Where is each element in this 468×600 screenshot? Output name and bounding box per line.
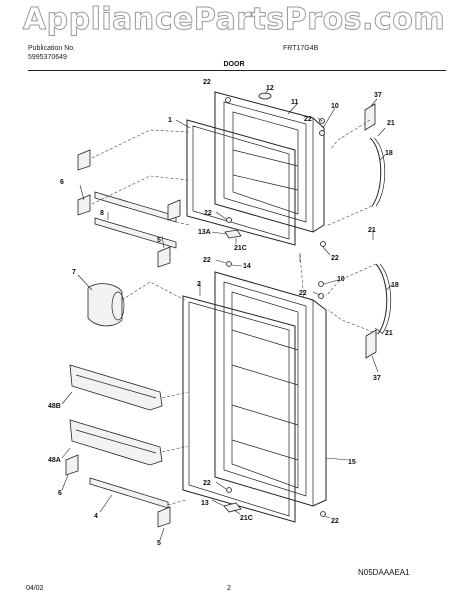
callout-labels: 1 2 4 5 5 6 6 7 8 10 10 11 12 13 13A 14 … <box>48 79 399 547</box>
callout-18b: 18 <box>391 282 399 289</box>
callout-18a: 18 <box>385 150 393 157</box>
lower-handle <box>365 263 392 359</box>
callout-37b: 37 <box>373 375 381 382</box>
callout-10b: 10 <box>337 276 345 283</box>
callout-5b: 5 <box>157 540 161 547</box>
callout-22b: 22 <box>304 116 312 123</box>
callout-22c: 22 <box>204 210 212 217</box>
footer-date: 04/02 <box>26 585 44 592</box>
callout-22d: 22 <box>331 255 339 262</box>
callout-8: 8 <box>100 210 104 217</box>
section-title: DOOR <box>223 61 245 68</box>
callout-6a: 6 <box>60 179 64 186</box>
callout-21a: 21 <box>387 120 395 127</box>
model-number: FRT17G4B <box>283 45 319 52</box>
callout-21b: 21 <box>368 227 376 234</box>
page-number: 2 <box>227 585 231 592</box>
fresh-food-door-panel <box>214 271 327 507</box>
callout-21c-upper: 21C <box>234 245 247 252</box>
header-rule <box>28 70 446 71</box>
publication-number: 5995370649 <box>28 54 67 61</box>
callout-7: 7 <box>72 269 76 276</box>
callout-21c-lower: 21C <box>240 515 253 522</box>
callout-6b: 6 <box>58 490 62 497</box>
door-bin-48b <box>69 364 163 411</box>
callout-37a: 37 <box>374 92 382 99</box>
fresh-food-door-gasket <box>182 295 296 523</box>
callout-22a: 22 <box>203 79 211 86</box>
callout-21c: 21 <box>385 330 393 337</box>
door-bin-48a <box>69 419 163 466</box>
assembly-lines <box>91 119 379 506</box>
callout-48a: 48A <box>48 457 61 464</box>
callout-22h: 22 <box>331 518 339 525</box>
bottom-shelf-bracket <box>65 454 171 528</box>
upper-handle <box>364 103 386 207</box>
callout-11: 11 <box>291 99 299 106</box>
freezer-shelf-lower <box>77 194 181 268</box>
callout-22f: 22 <box>299 290 307 297</box>
callout-48b: 48B <box>48 403 61 410</box>
callout-22e: 22 <box>203 257 211 264</box>
hinge-caps <box>223 92 326 517</box>
callout-2: 2 <box>197 281 201 288</box>
callout-12: 12 <box>266 85 274 92</box>
callout-10a: 10 <box>331 103 339 110</box>
callout-13: 13 <box>201 500 209 507</box>
leader-lines <box>61 89 393 541</box>
freezer-shelf-upper <box>77 149 177 223</box>
callout-14: 14 <box>243 263 251 270</box>
callout-13a: 13A <box>198 229 211 236</box>
publication-label: Publication No. <box>28 45 76 52</box>
callout-4: 4 <box>94 513 98 520</box>
freezer-door-panel <box>214 91 325 233</box>
dairy-bin <box>87 283 125 327</box>
callout-5a: 5 <box>157 237 161 244</box>
drawing-code: N05DAAAEA1 <box>358 568 410 577</box>
freezer-door-gasket <box>186 119 296 246</box>
callout-1: 1 <box>168 117 172 124</box>
watermark-logo: AppliancePartsPros.com <box>22 2 446 38</box>
callout-22g: 22 <box>203 480 211 487</box>
callout-15: 15 <box>348 459 356 466</box>
